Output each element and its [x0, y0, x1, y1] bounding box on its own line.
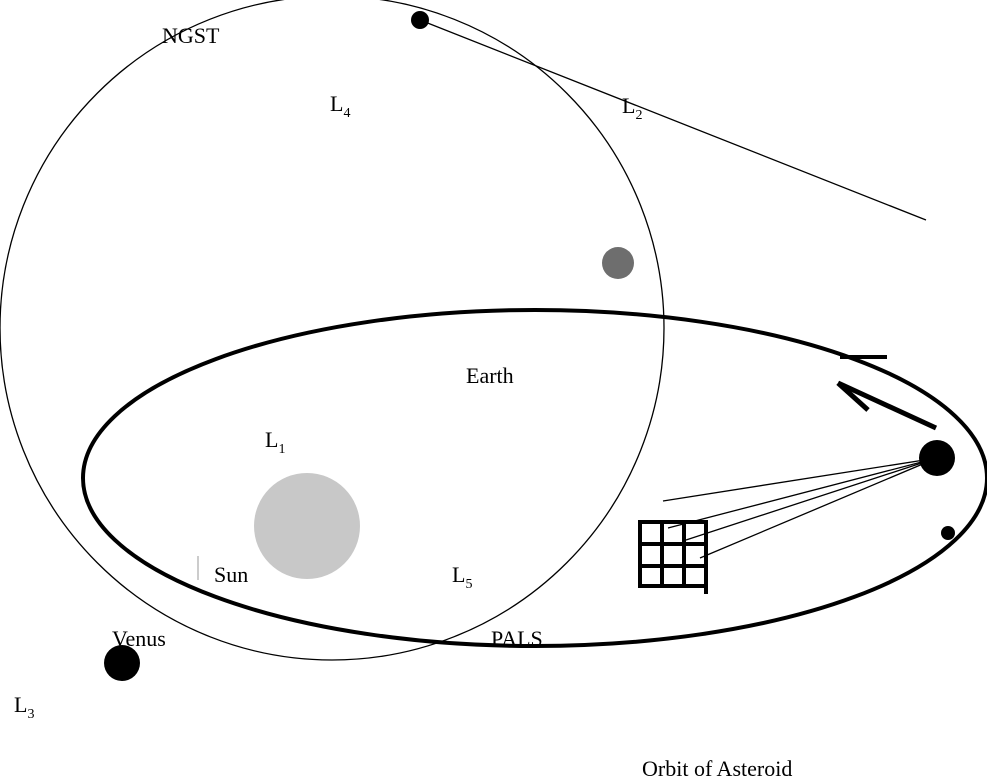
- venus-body: [104, 645, 140, 681]
- sun-body: [254, 473, 360, 579]
- asteroid-moon: [941, 526, 955, 540]
- ray-2: [667, 457, 938, 529]
- l5-label: L5: [452, 562, 472, 592]
- orbit-of-asteroid-label: Orbit of Asteroid: [642, 756, 792, 781]
- sun-label: Sun: [214, 562, 248, 587]
- earth-body: [602, 247, 634, 279]
- pals-label: PALS: [491, 626, 543, 651]
- ngst-label: NGST: [162, 23, 220, 48]
- venus-label: Venus: [112, 626, 166, 651]
- earth-label: Earth: [466, 363, 514, 388]
- earth-orbit-circle: [0, 0, 665, 661]
- direction-arrow-shaft: [836, 380, 938, 431]
- pals-spacecraft-grid: [638, 520, 708, 594]
- ray-3: [685, 457, 938, 541]
- l4-label: L4: [330, 91, 350, 121]
- l3-label: L3: [14, 692, 34, 722]
- ray-1: [662, 457, 938, 502]
- l2-label: L2: [622, 93, 642, 123]
- l1-label: L1: [265, 427, 285, 457]
- ray-4: [699, 457, 938, 559]
- ngst-sightline: [419, 19, 927, 221]
- asteroid-orbit-ellipse: [81, 308, 987, 648]
- direction-arrow-head: [836, 381, 870, 412]
